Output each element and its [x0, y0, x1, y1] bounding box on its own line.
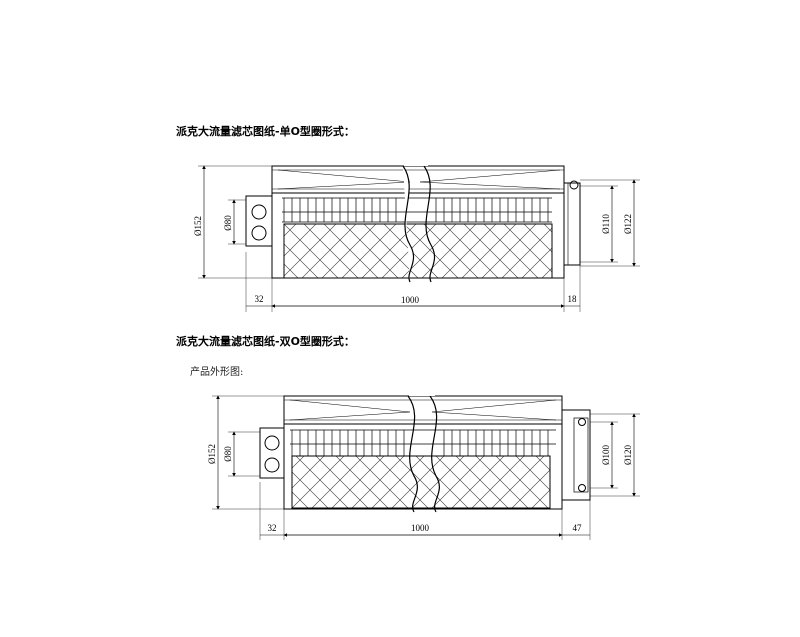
drawing1-dia-inner: Ø110: [601, 214, 611, 234]
drawing2-dia-cap: Ø120: [623, 445, 633, 465]
drawing1-break: [402, 165, 415, 283]
drawing2-left-block: [259, 427, 285, 479]
drawing2-len-left: 32: [268, 523, 277, 533]
drawing2-len-right: 47: [573, 523, 583, 533]
drawing1-len-main: 1000: [401, 295, 420, 305]
drawing1-cage: [282, 197, 552, 223]
drawing1-dia-port: Ø80: [223, 215, 233, 231]
drawing1-dia-outer: Ø152: [193, 216, 203, 236]
drawing2-title: 派克大流量滤芯图纸-双O型圈形式：: [176, 335, 355, 348]
drawing1-bars: [283, 198, 549, 222]
drawing2-right-end: [561, 409, 591, 501]
drawing1-len-right: 18: [568, 294, 578, 304]
drawing1-dia-cap: Ø122: [623, 214, 633, 234]
drawing1-mesh: [283, 223, 553, 279]
drawing1-right-end: [563, 182, 581, 266]
drawing1-port-top: [251, 204, 267, 220]
drawing2: [212, 392, 640, 540]
drawing2-dim-labels: Ø152 Ø80 Ø100 Ø120 32 1000 47: [207, 444, 633, 533]
drawing1-title: 派克大流量滤芯图纸-单O型圈形式：: [176, 125, 355, 138]
drawing1: [198, 162, 640, 312]
drawing2-dia-port: Ø80: [223, 446, 233, 462]
drawing2-break: [407, 395, 418, 513]
drawing2-port-bottom: [264, 457, 280, 473]
drawing2-mesh: [291, 455, 551, 509]
drawing2-len-main: 1000: [411, 523, 430, 533]
drawing1-len-left: 32: [255, 294, 264, 304]
drawing2-dia-outer: Ø152: [207, 444, 217, 464]
drawing2-bars: [291, 430, 549, 456]
drawing2-port-top: [264, 435, 280, 451]
drawing1-port-bottom: [251, 225, 267, 241]
drawing1-left-block: [245, 195, 273, 247]
drawing2-dia-inner: Ø100: [601, 445, 611, 465]
drawing2-subtitle: 产品外形图:: [190, 367, 244, 378]
drawing2-cage: [290, 429, 556, 445]
drawing1-dim-labels: Ø152 Ø80 Ø110 Ø122 32 1000 18: [193, 214, 633, 305]
